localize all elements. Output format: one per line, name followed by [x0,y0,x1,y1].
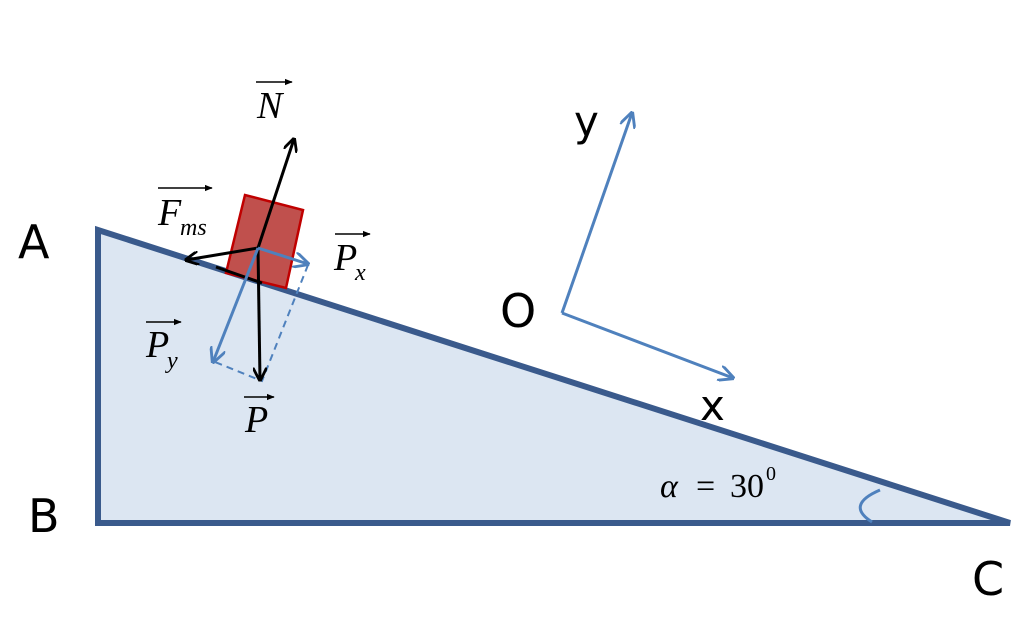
point-a-label: A [18,215,50,269]
block-contact-line [215,265,263,285]
friction-force-arrow [186,246,259,260]
angle-arc [858,488,881,524]
px-subscript: x [354,260,366,286]
weight-arrow [258,247,260,380]
normal-force-letter: N [256,85,285,127]
angle-value: 30 [730,468,764,505]
friction-force-label: F ms [157,184,213,241]
friction-force-subscript: ms [180,215,207,241]
px-component-label: P x [333,230,371,286]
y-axis-arrow [560,113,632,314]
angle-equals: = [696,468,715,505]
x-axis-arrow [561,311,733,378]
py-letter: P [145,324,169,366]
normal-force-arrow [256,139,294,249]
x-axis-label: x [700,381,725,430]
angle-label: α = 30 0 [660,463,776,505]
weight-label: P [244,393,275,441]
angle-exponent: 0 [766,463,776,485]
point-c-label: C [972,552,1004,606]
weight-letter: P [244,399,268,441]
py-component-label: P y [145,318,182,374]
px-component-arrow [257,246,308,264]
y-axis-label: y [574,97,599,146]
friction-force-letter: F [157,192,182,234]
py-component-arrow [213,247,260,362]
normal-force-label: N [256,78,293,127]
point-b-label: B [28,489,60,543]
incline-triangle [95,225,1011,526]
px-letter: P [333,237,357,279]
angle-symbol: α [660,468,679,505]
py-subscript: y [165,348,178,374]
origin-o-label: O [500,284,536,338]
block [224,193,305,290]
